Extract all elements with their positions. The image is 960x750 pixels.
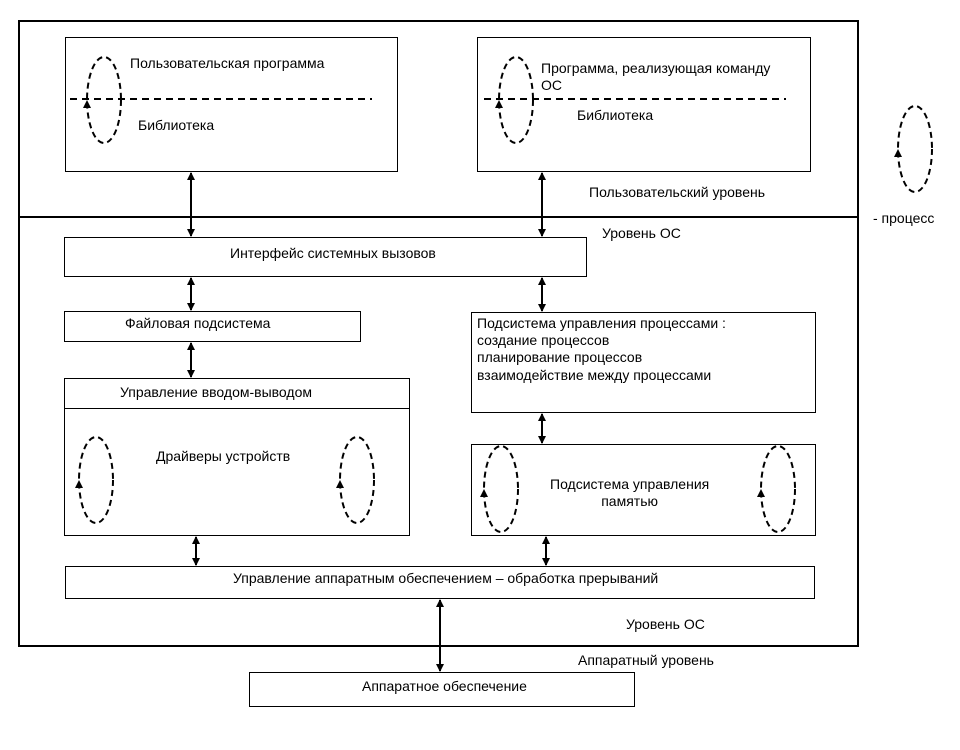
user-program-library: Библиотека <box>138 117 215 133</box>
process-direction-icon <box>894 149 902 157</box>
io-drivers-label: Драйверы устройств <box>156 448 291 464</box>
hardware-control-box <box>65 566 815 599</box>
io-management-box <box>64 378 410 536</box>
process-subsystem-box <box>471 312 816 413</box>
user-program-title: Пользовательская программа <box>130 55 325 71</box>
process-item-schedule: планирование процессов <box>477 349 643 365</box>
hardware-box <box>249 672 635 707</box>
os-command-program-title: Программа, реализующая команду ОС <box>541 60 771 93</box>
file-subsystem-label: Файловая подсистема <box>125 315 271 331</box>
process-direction-icon <box>495 100 503 108</box>
os-command-program-library: Библиотека <box>577 107 654 123</box>
process-icon-io-right <box>339 436 375 524</box>
memory-subsystem-box <box>471 444 816 536</box>
file-subsystem-box <box>64 311 361 342</box>
process-item-create: создание процессов <box>477 332 610 348</box>
process-item-interaction: взаимодействие между процессами <box>477 367 712 383</box>
process-direction-icon <box>336 480 344 488</box>
process-icon-memory-right <box>760 445 796 533</box>
process-icon-memory-left <box>483 445 519 533</box>
hardware-label: Аппаратное обеспечение <box>362 678 527 694</box>
hardware-level-label: Аппаратный уровень <box>578 652 714 668</box>
process-subsystem-title: Подсистема управления процессами : <box>477 315 726 331</box>
os-level-label-bottom: Уровень ОС <box>626 616 705 632</box>
syscall-interface-label: Интерфейс системных вызовов <box>230 245 436 261</box>
process-direction-icon <box>75 480 83 488</box>
process-icon-io-left <box>78 436 114 524</box>
io-management-divider <box>64 408 410 409</box>
io-management-title: Управление вводом-выводом <box>120 384 312 400</box>
process-direction-icon <box>83 100 91 108</box>
user-level-label: Пользовательский уровень <box>589 184 766 200</box>
memory-subsystem-label: Подсистема управления памятью <box>550 476 710 509</box>
os-level-label-top: Уровень ОС <box>602 225 681 241</box>
process-icon-os-command <box>498 56 534 144</box>
process-direction-icon <box>757 489 765 497</box>
syscall-interface-box <box>64 237 587 277</box>
legend-process-label: - процесс <box>873 210 935 226</box>
process-direction-icon <box>480 489 488 497</box>
hardware-control-label: Управление аппаратным обеспечением – обр… <box>233 570 659 586</box>
process-icon-legend <box>897 105 933 193</box>
process-icon-user-program <box>86 56 122 144</box>
level-divider <box>18 216 859 218</box>
